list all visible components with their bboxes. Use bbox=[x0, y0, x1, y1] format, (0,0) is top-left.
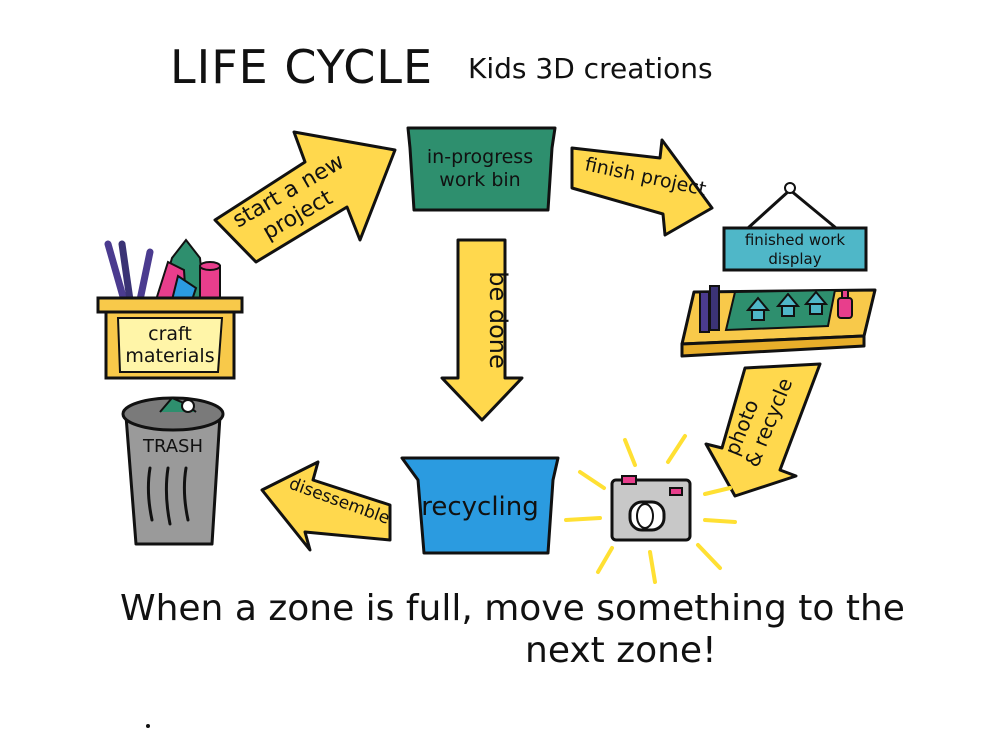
arrow-be-done: be done bbox=[440, 238, 524, 422]
arrow-finish-project: finish project bbox=[570, 138, 714, 237]
trash-can-icon: TRASH bbox=[121, 396, 225, 546]
craft-label-2: materials bbox=[125, 345, 214, 367]
page-title: LIFE CYCLE bbox=[170, 40, 434, 94]
arrow-disassemble: disessemble bbox=[260, 460, 392, 552]
arrow-be-done-label: be done bbox=[484, 271, 512, 369]
recycling-bin: recycling bbox=[400, 456, 560, 555]
stray-dot bbox=[146, 724, 150, 728]
finished-work-display: finished work display bbox=[680, 182, 877, 358]
caption-line-1: When a zone is full, move something to t… bbox=[120, 588, 905, 629]
arrow-photo-recycle: photo & recycle bbox=[704, 362, 822, 498]
arrow-start-new-project: start a new project bbox=[213, 130, 397, 264]
recycling-label: recycling bbox=[421, 492, 539, 522]
page-subtitle: Kids 3D creations bbox=[468, 52, 713, 85]
work-bin-label-1: in-progress bbox=[427, 146, 533, 168]
craft-label-1: craft bbox=[148, 323, 192, 345]
work-bin-label-2: work bin bbox=[439, 169, 520, 191]
craft-materials: craft materials bbox=[96, 238, 244, 380]
caption-line-2: next zone! bbox=[525, 630, 717, 671]
trash-label: TRASH bbox=[142, 436, 203, 457]
camera-icon bbox=[564, 434, 737, 584]
display-label-1: finished work bbox=[745, 231, 846, 249]
display-label-2: display bbox=[768, 250, 821, 268]
in-progress-work-bin: in-progress work bin bbox=[406, 126, 557, 212]
